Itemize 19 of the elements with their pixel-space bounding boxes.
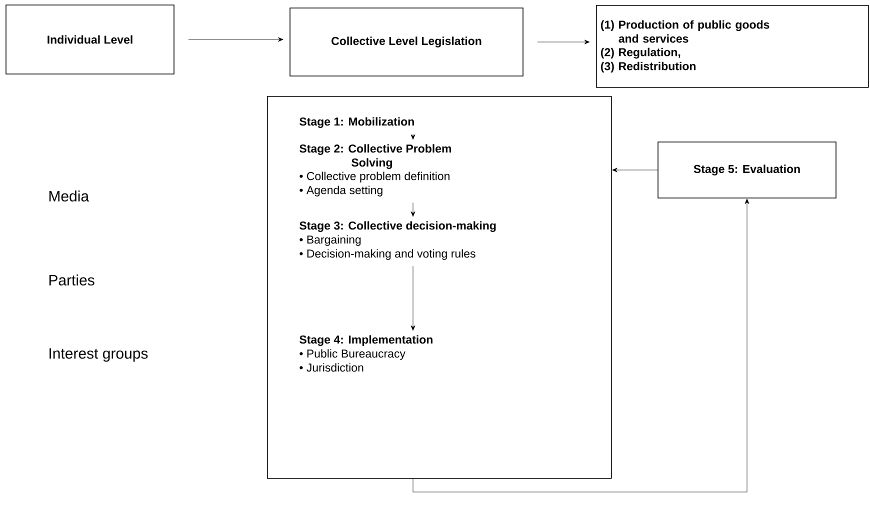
arrow bbox=[412, 198, 750, 492]
outcome-box: (1) Production of public goods and services (2) Regulation, (3) Redistribution bbox=[596, 5, 869, 88]
arrow bbox=[612, 168, 658, 172]
stage-text: Stage 3: Collective decision-making • Bargaining • Decision-making and voting rules bbox=[300, 221, 496, 260]
level-box: Individual Level bbox=[6, 4, 174, 74]
side-label: Interest groups bbox=[50, 348, 148, 362]
stage-frame bbox=[267, 96, 612, 479]
level-box: Collective Level Legislation bbox=[290, 8, 524, 76]
stage-text: Stage 4: Implementation • Public Bureaucracy • Jurisdiction bbox=[300, 335, 432, 372]
stage-text: Stage 2: Collective Problem Solving • Collective problem definition • Agenda setting bbox=[300, 144, 451, 196]
arrow bbox=[188, 37, 284, 42]
arrow bbox=[410, 202, 416, 217]
stage-box: Stage 5: Evaluation bbox=[658, 142, 836, 198]
arrow bbox=[537, 40, 590, 44]
stage-text: Stage 1: Mobilization bbox=[300, 117, 414, 128]
side-label: Media bbox=[49, 190, 90, 202]
side-label: Parties bbox=[49, 274, 94, 286]
arrow bbox=[410, 266, 416, 331]
arrow bbox=[410, 134, 416, 140]
